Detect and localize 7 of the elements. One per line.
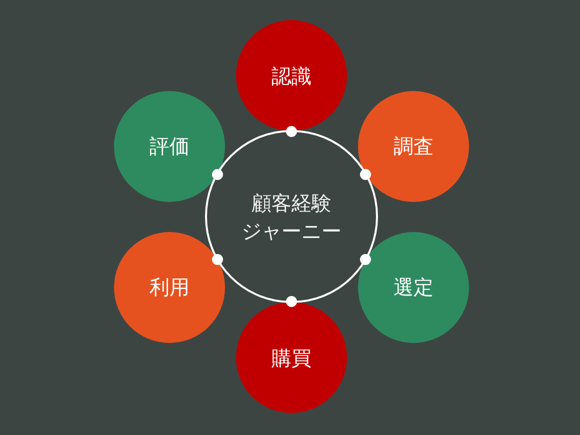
stage-label: 認識 — [272, 62, 312, 88]
stage-label: 利用 — [149, 274, 190, 300]
stage-label: 調査 — [394, 133, 434, 159]
hub-label: 顧客経験ジャーニー — [240, 190, 342, 244]
stage-label: 購買 — [272, 344, 312, 370]
stage-label: 評価 — [149, 133, 190, 159]
stage-label: 選定 — [394, 274, 434, 300]
